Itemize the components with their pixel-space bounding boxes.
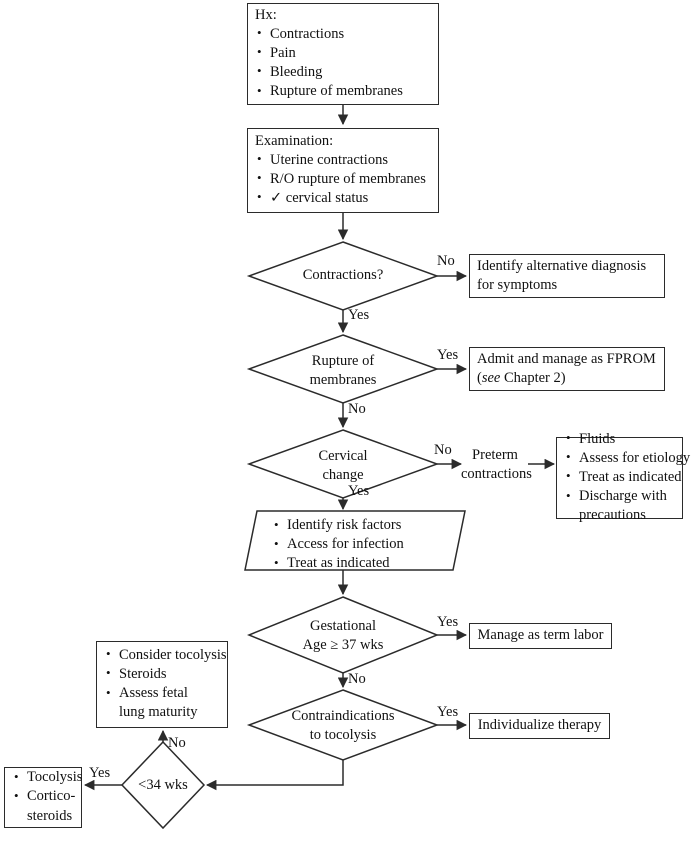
identify-alt-line1: Identify alternative diagnosis <box>477 257 647 274</box>
shape-identify-risk-parallelogram <box>244 510 466 571</box>
identify-risk-items: Identify risk factors Access for infecti… <box>272 515 452 573</box>
admit-fprom-line2: (see Chapter 2) <box>477 369 657 388</box>
list-item: Uterine contractions <box>255 150 431 170</box>
hx-title: Hx: <box>255 6 277 23</box>
shape-34wks-diamond <box>120 740 206 830</box>
node-individualize-therapy: Individualize therapy <box>469 713 610 739</box>
examination-title: Examination: <box>255 132 334 149</box>
edge-label-rupture-yes: Yes <box>437 347 458 364</box>
node-admit-fprom: Admit and manage as FPROM (see Chapter 2… <box>469 347 665 391</box>
node-hx: Hx: Contractions Pain Bleeding Rupture o… <box>247 3 439 105</box>
label-text: No <box>437 253 455 269</box>
list-item: Steroids <box>104 664 220 684</box>
edge-label-contractions-no: No <box>437 253 455 270</box>
list-item: Bleeding <box>255 62 431 82</box>
list-item: Treat as indicated <box>272 554 452 573</box>
label-text: No <box>434 442 452 458</box>
edge-label-gestational-no: No <box>348 671 366 688</box>
node-consider-tocolysis: Consider tocolysis Steroids Assess fetal… <box>96 641 228 728</box>
shape-contractions-diamond <box>246 241 440 311</box>
list-item-continuation: steroids <box>27 807 73 824</box>
list-item: Tocolysis <box>12 768 82 787</box>
label-text: No <box>348 671 366 687</box>
individualize-text: Individualize therapy <box>477 717 602 734</box>
list-item-continuation: precautions <box>579 507 646 524</box>
label-text: Yes <box>437 614 459 630</box>
label-text: No <box>348 401 366 417</box>
list-item: R/O rupture of membranes <box>255 169 431 189</box>
edge-label-34wks-yes: Yes <box>89 765 110 782</box>
label-text: Yes <box>348 483 370 499</box>
list-item: Consider tocolysis <box>104 645 227 665</box>
identify-alt-line2: for symptoms <box>477 276 558 293</box>
node-identify-alternative-diagnosis: Identify alternative diagnosis for sympt… <box>469 254 665 298</box>
list-item: Treat as indicated <box>564 467 682 487</box>
shape-gestational-diamond <box>246 596 440 674</box>
label-text: Yes <box>89 765 111 781</box>
list-item: Identify risk factors <box>272 515 452 535</box>
manage-term-text: Manage as term labor <box>477 627 604 644</box>
edge-label-34wks-no: No <box>168 735 186 752</box>
consider-tocolysis-items: Consider tocolysis Steroids Assess fetal… <box>104 645 227 723</box>
edge-contraindications-to-34wks <box>205 760 344 791</box>
list-item: Cortico- <box>12 787 75 806</box>
shape-cervical-diamond <box>246 429 440 499</box>
node-tocolysis-corticosteroids: Tocolysis Cortico- steroids <box>4 767 82 828</box>
node-identify-risk-factors: Identify risk factors Access for infecti… <box>272 515 452 573</box>
list-item: Rupture of membranes <box>255 82 431 101</box>
fluids-items: Fluids Assess for etiology Treat as indi… <box>564 429 690 526</box>
node-fluids-management: Fluids Assess for etiology Treat as indi… <box>556 429 690 523</box>
shape-contraindications-diamond <box>246 689 440 761</box>
chapter-ref: Chapter 2) <box>500 369 566 386</box>
examination-items: Uterine contractions R/O rupture of memb… <box>255 150 431 208</box>
label-text: Yes <box>437 704 459 720</box>
paren-open: ( <box>477 369 482 386</box>
edge-label-cervical-yes: Yes <box>348 483 369 500</box>
list-item: Fluids <box>564 429 675 449</box>
see-italic: see <box>481 369 501 386</box>
edge-label-contractions-yes: Yes <box>348 307 369 324</box>
list-item: Access for infection <box>272 535 452 554</box>
edge-label-rupture-no: No <box>348 401 366 418</box>
list-item-cervical-status: ✓ cervical status <box>255 188 431 208</box>
list-item: Discharge with <box>564 487 675 506</box>
node-examination: Examination: Uterine contractions R/O ru… <box>247 128 439 213</box>
label-text: No <box>168 735 186 751</box>
edge-label-contraindications-yes: Yes <box>437 704 458 721</box>
label-text: Yes <box>348 307 370 323</box>
preterm-line1: Preterm <box>472 447 518 463</box>
node-preterm-contractions: Preterm contractions <box>461 446 532 483</box>
preterm-line2: contractions <box>461 465 532 482</box>
label-text: Yes <box>437 347 459 363</box>
tocolysis-items: Tocolysis Cortico- steroids <box>12 768 82 825</box>
list-item-continuation: lung maturity <box>119 704 198 721</box>
list-item: Pain <box>255 43 431 63</box>
node-manage-term-labor: Manage as term labor <box>469 623 612 649</box>
hx-items: Contractions Pain Bleeding Rupture of me… <box>255 24 431 102</box>
admit-fprom-line1: Admit and manage as FPROM <box>477 350 656 367</box>
list-item: Assess fetal <box>104 683 220 703</box>
edge-label-cervical-no: No <box>434 442 452 459</box>
shape-rupture-diamond <box>246 334 440 404</box>
list-item: Assess for etiology <box>564 448 690 468</box>
edge-label-gestational-yes: Yes <box>437 614 458 631</box>
list-item: Contractions <box>255 24 431 44</box>
